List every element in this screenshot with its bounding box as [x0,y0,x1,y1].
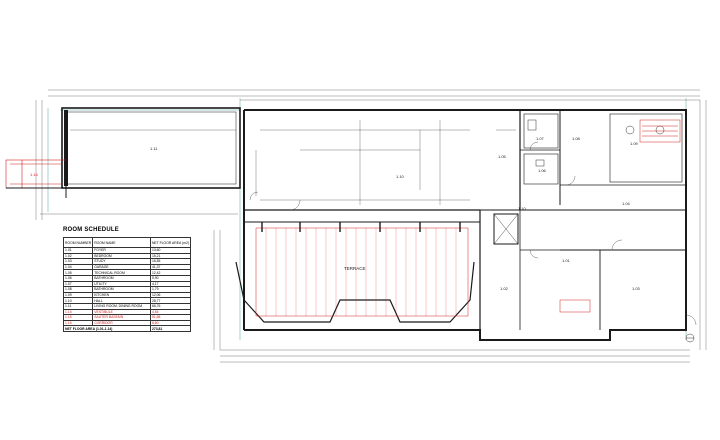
schedule-cell-num: 1.04 [62,263,94,271]
schedule-cell-num: 1.09 [62,291,94,299]
room-label-1-08: 1.08 [572,136,581,141]
schedule-cell-num: 1.10 [62,297,94,304]
schedule-cell-area: 12,42 [149,269,192,276]
schedule-cell-area: 8,60 [149,319,192,327]
schedule-cell-area: 16,55 [149,258,192,265]
door-swings [249,141,697,326]
hall-details [255,120,516,205]
schedule-cell-num: 1.08 [62,286,94,293]
terrace-label: TERRACE [344,266,366,271]
schedule-cell-num: 1.06 [62,275,94,282]
room-labels: 1.11 1.14 1.10 1.07 1.08 1.05 1.09 1.06 … [30,136,641,291]
schedule-cell-area: 41,37 [149,263,192,271]
main-walls [243,109,687,341]
schedule-total-row: NET FLOOR AREA (1.01-1.14)273,81 [63,325,192,332]
room-schedule-table: ROOM NUMBER ROOM NAME NET FLOOR AREA (m2… [62,237,192,332]
schedule-cell-area: 51,68 [149,314,192,321]
room-label-1-04: 1.04 [622,201,631,206]
schedule-cell-area: 1,79 [149,286,192,293]
total-area: 273,81 [149,325,192,332]
room-label-1-10b: 1.10 [518,206,527,211]
schedule-cell-num: 1.16 [62,319,94,327]
room-label-1-14: 1.14 [30,172,39,177]
room-label-1-09: 1.09 [630,141,639,146]
schedule-cell-area: 66,76 [149,302,192,310]
schedule-cell-num: 1.11 [62,302,94,310]
annex-walls [6,150,67,198]
room-schedule-title: ROOM SCHEDULE [63,227,119,233]
schedule-header-row: ROOM NUMBER ROOM NAME NET FLOOR AREA (m2… [62,237,192,248]
room-label-1-05: 1.05 [498,154,507,159]
schedule-cell-num: 1.15 [62,314,94,321]
header-net-floor-area: NET FLOOR AREA (m2) [149,237,192,248]
terrace-area [235,221,480,323]
schedule-cell-area: 28,77 [149,297,192,304]
garage-block [61,107,241,189]
schedule-cell-num: 1.07 [62,280,94,288]
dimension-lines [35,89,707,363]
schedule-cell-area: 5,90 [149,275,192,282]
schedule-cell-name: LIVING ROOM, DINING ROOM [92,302,151,310]
room-label-1-02: 1.02 [500,286,509,291]
schedule-cell-num: 1.05 [62,269,94,276]
room-label-1-10: 1.10 [396,174,405,179]
room-label-1-06: 1.06 [538,168,547,173]
room-label-1-07: 1.07 [536,136,545,141]
schedule-cell-num: 1.14 [62,308,94,316]
red-notes [559,119,681,313]
schedule-cell-area: 12,06 [149,291,192,299]
room-label-1-01: 1.01 [562,258,571,263]
total-label: NET FLOOR AREA (1.01-1.14) [63,325,151,332]
room-label-1-11: 1.11 [150,146,158,151]
schedule-cell-area: 4,17 [149,280,192,288]
room-label-1-03: 1.03 [632,286,641,291]
schedule-cell-area: 15,21 [149,252,192,260]
schedule-cell-num: 1.02 [62,252,94,260]
schedule-cell-num: 1.03 [62,258,94,265]
header-room-number: ROOM NUMBER [62,237,94,248]
header-room-name: ROOM NAME [92,237,151,248]
schedule-cell-area: 4,54 [149,308,192,316]
fixtures [527,119,695,343]
